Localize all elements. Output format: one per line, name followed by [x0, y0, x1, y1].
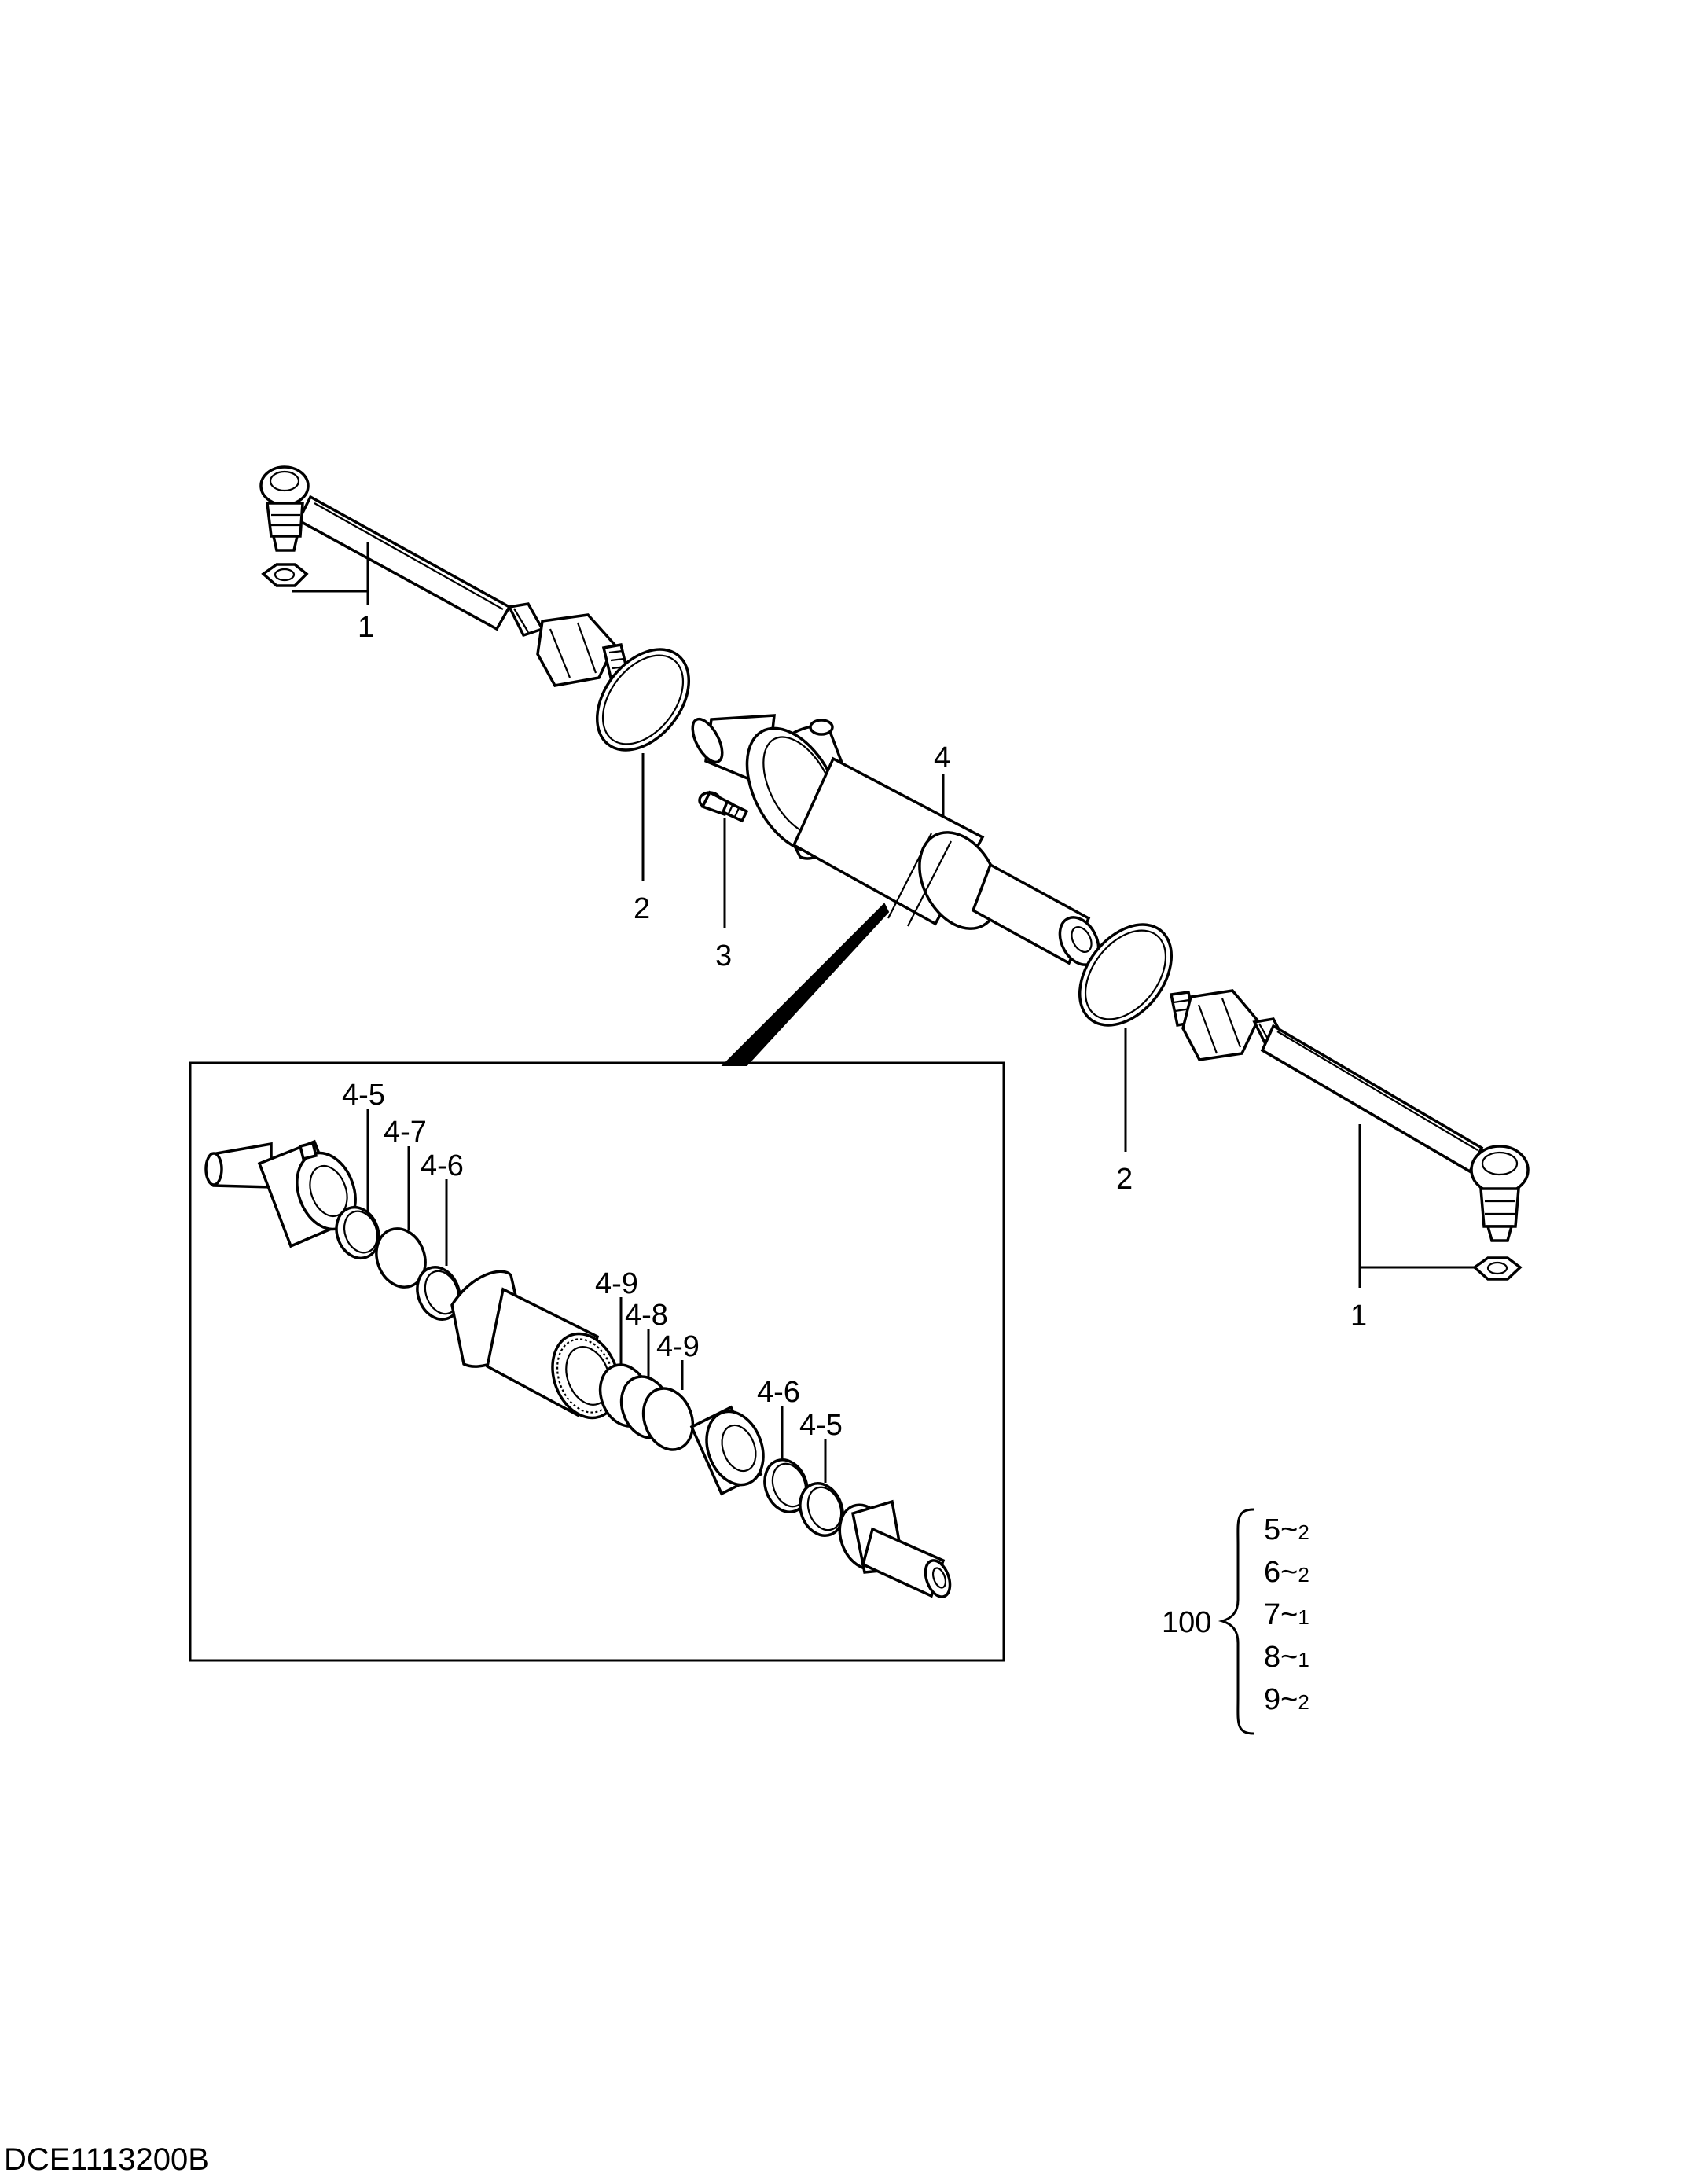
kit-item-9-qty: 2: [1298, 1690, 1309, 1714]
callout-cylinder: 4: [934, 741, 950, 774]
kit-item-7-qty: 1: [1298, 1605, 1309, 1629]
callout-4-6-b: 4-6: [757, 1376, 800, 1409]
drawing-code: DCE1113200B: [4, 2142, 209, 2177]
oring-left: [595, 648, 691, 881]
kit-list: 100 5~2 6~2 7~1 8~1 9~2: [1162, 1508, 1309, 1735]
kit-item-7-part: 7: [1264, 1598, 1280, 1631]
kit-item-6-part: 6: [1264, 1556, 1280, 1589]
callout-tie-rod-right: 1: [1350, 1300, 1367, 1333]
tie-rod-right: [1169, 989, 1530, 1288]
kit-item-5-part: 5: [1264, 1513, 1280, 1546]
kit-item-6: 6~2: [1264, 1556, 1309, 1589]
oring-right: [1078, 923, 1174, 1152]
kit-item-8: 8~1: [1264, 1641, 1309, 1674]
callout-4-9-b: 4-9: [656, 1330, 700, 1363]
callout-4-8: 4-8: [625, 1299, 668, 1332]
detail-exploded-view: [189, 1061, 1005, 1662]
kit-item-7: 7~1: [1264, 1598, 1309, 1631]
callout-tie-rod-left: 1: [358, 611, 374, 644]
kit-item-6-qty: 2: [1298, 1563, 1309, 1587]
tie-rod-left: [259, 465, 631, 687]
callout-oring-right: 2: [1116, 1163, 1133, 1196]
bolt: [698, 790, 749, 928]
callout-4-5-a: 4-5: [342, 1079, 385, 1112]
kit-item-5-qty: 2: [1298, 1520, 1309, 1544]
callout-bolt: 3: [715, 939, 732, 973]
callout-4-5-b: 4-5: [799, 1409, 843, 1442]
kit-number: 100: [1162, 1606, 1211, 1639]
kit-item-8-part: 8: [1264, 1641, 1280, 1674]
callout-oring-left: 2: [634, 892, 650, 925]
kit-item-9-part: 9: [1264, 1683, 1280, 1716]
callout-4-6-a: 4-6: [421, 1149, 464, 1182]
callout-4-9-a: 4-9: [595, 1267, 638, 1300]
steering-cylinder: [691, 714, 1100, 1066]
kit-item-5: 5~2: [1264, 1513, 1309, 1546]
kit-item-8-qty: 1: [1298, 1648, 1309, 1671]
callout-4-7: 4-7: [384, 1116, 427, 1149]
kit-item-9: 9~2: [1264, 1683, 1309, 1716]
